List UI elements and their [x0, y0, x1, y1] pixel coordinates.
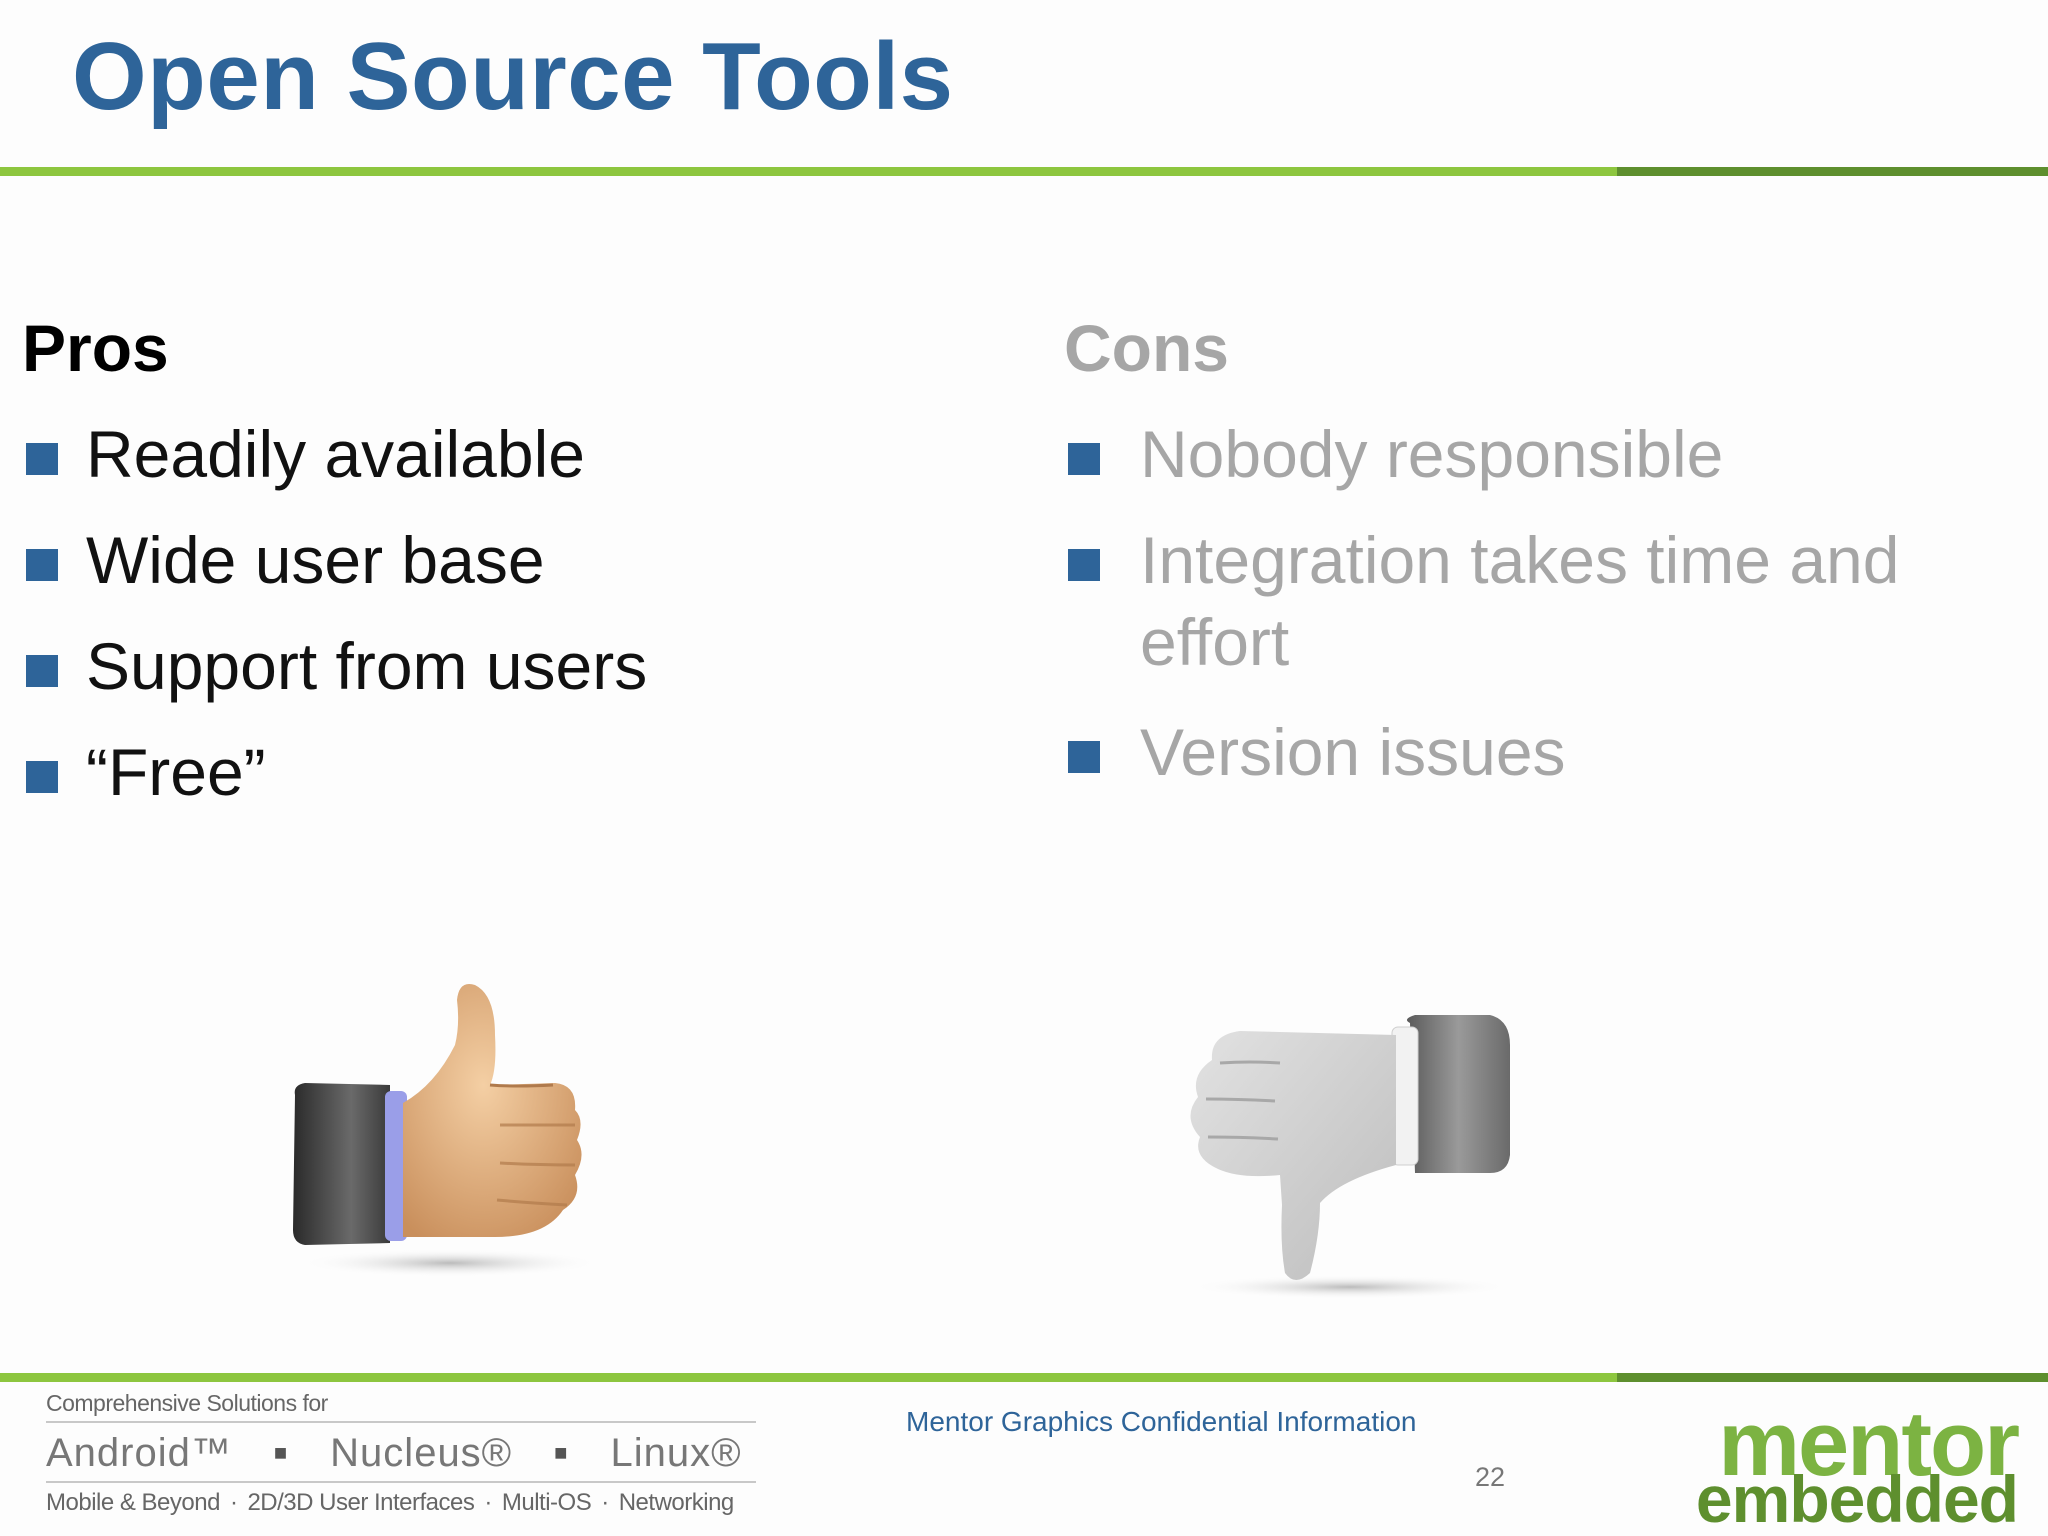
cons-column: Cons Nobody responsible Integration take…: [1064, 305, 2024, 817]
slide-title: Open Source Tools: [72, 23, 954, 130]
bullet-square-icon: [1068, 549, 1100, 581]
pros-item: Wide user base: [22, 519, 1022, 601]
footer-divider: [0, 1373, 2048, 1382]
brand-linux: Linux®: [610, 1430, 742, 1475]
thumbs-up-icon: [293, 984, 600, 1277]
pros-column: Pros Readily available Wide user base Su…: [22, 305, 1022, 837]
mentor-embedded-logo: mentor embedded: [1695, 1393, 2020, 1536]
bullet-square-icon: [1068, 443, 1100, 475]
confidential-notice: Mentor Graphics Confidential Information: [906, 1406, 1417, 1437]
cons-item: Integration takes time and effort: [1064, 519, 2024, 683]
category-item: Networking: [618, 1489, 735, 1516]
pros-heading: Pros: [22, 311, 169, 385]
brand-nucleus: Nucleus®: [330, 1430, 513, 1475]
cons-list: Nobody responsible Integration takes tim…: [1064, 413, 2024, 793]
brand-android: Android™: [46, 1430, 232, 1475]
pros-list: Readily available Wide user base Support…: [22, 413, 1022, 813]
category-item: Mobile & Beyond: [46, 1489, 220, 1516]
separator-dot-icon: ■: [554, 1440, 569, 1465]
footer-brands: Comprehensive Solutions for Android™ ■ N…: [46, 1390, 756, 1536]
pros-item: “Free”: [22, 731, 1022, 813]
pros-item: Support from users: [22, 625, 1022, 707]
thumbs-down-icon: [1190, 1015, 1510, 1299]
cons-heading: Cons: [1064, 311, 1229, 385]
bullet-square-icon: [26, 549, 58, 581]
bullet-square-icon: [26, 761, 58, 793]
title-divider: [0, 167, 2048, 176]
separator-dot-icon: ■: [273, 1440, 289, 1465]
category-item: Multi-OS: [501, 1489, 592, 1516]
footer-tagline: Comprehensive Solutions for: [46, 1390, 328, 1416]
bullet-square-icon: [26, 655, 58, 687]
category-item: 2D/3D User Interfaces: [247, 1489, 475, 1516]
pros-item: Readily available: [22, 413, 1022, 495]
cons-item: Nobody responsible: [1064, 413, 2024, 495]
bullet-square-icon: [1068, 741, 1100, 773]
cons-item: Version issues: [1064, 711, 2024, 793]
page-number: 22: [1475, 1462, 1506, 1492]
bullet-square-icon: [26, 443, 58, 475]
